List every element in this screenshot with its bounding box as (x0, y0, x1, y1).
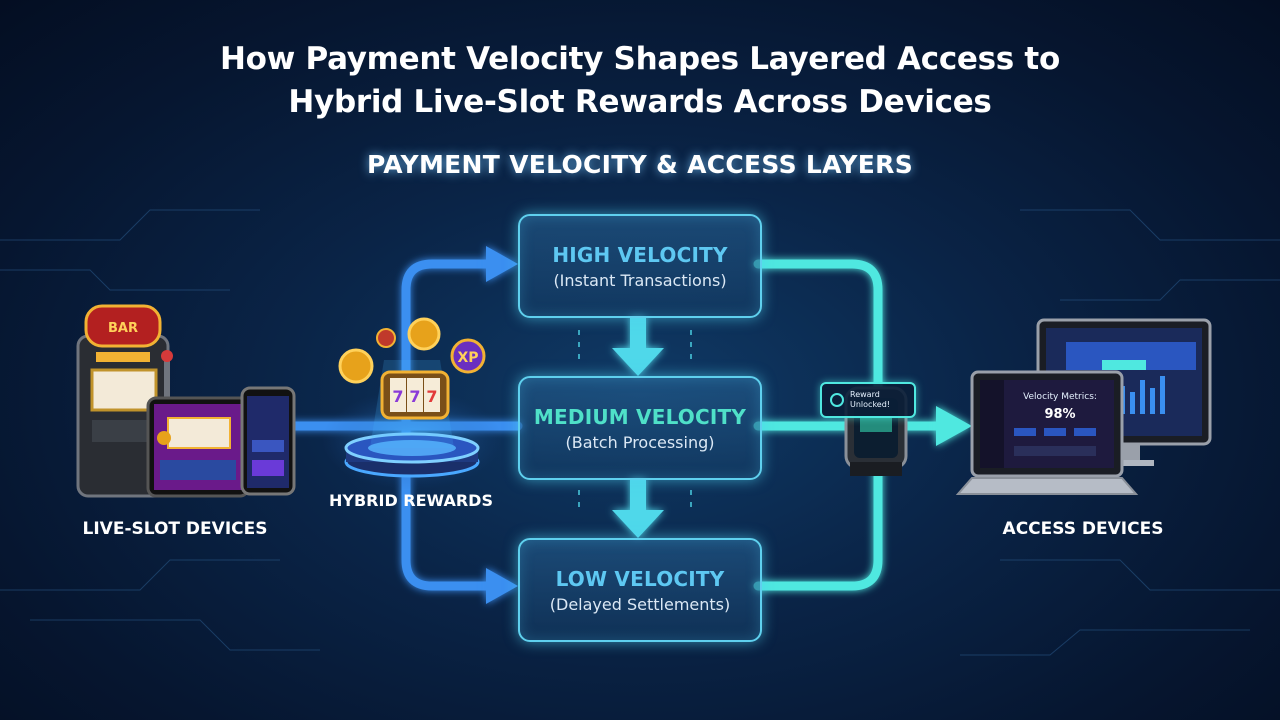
section-subtitle: PAYMENT VELOCITY & ACCESS LAYERS (366, 150, 914, 179)
svg-text:7: 7 (426, 387, 437, 406)
svg-text:XP: XP (457, 350, 478, 366)
coin-icon (338, 317, 441, 384)
laptop-screen-title: Velocity Metrics: (1023, 392, 1097, 402)
layer-box-medium: MEDIUM VELOCITY (Batch Processing) (518, 376, 762, 480)
dotted-accents (578, 330, 692, 507)
title-line-1: How Payment Velocity Shapes Layered Acce… (220, 41, 1060, 77)
svg-text:7: 7 (392, 387, 403, 406)
page-title: How Payment Velocity Shapes Layered Acce… (0, 38, 1280, 124)
slot-reels-icon: 7 7 7 (380, 370, 450, 420)
label-live-slot-devices: LIVE-SLOT DEVICES (82, 519, 268, 539)
layer-level-low: LOW VELOCITY (555, 567, 725, 591)
title-line-2: Hybrid Live-Slot Rewards Across Devices (288, 84, 992, 120)
svg-text:7: 7 (409, 387, 420, 406)
layer-level-medium: MEDIUM VELOCITY (533, 405, 747, 429)
circuit-traces (0, 209, 1280, 656)
label-access-devices: ACCESS DEVICES (1002, 519, 1164, 539)
laptop-screen-value: 98% (1044, 407, 1076, 422)
layer-desc-medium: (Batch Processing) (565, 433, 715, 452)
phone-icon (240, 386, 296, 496)
tablet-icon (146, 396, 250, 498)
arrow-to-low (486, 568, 518, 604)
vertical-connectors (612, 316, 664, 538)
arrow-to-access (936, 406, 972, 446)
layer-box-high: HIGH VELOCITY (Instant Transactions) (518, 214, 762, 318)
svg-text:BAR: BAR (108, 321, 138, 336)
xp-badge-icon: XP (450, 338, 486, 374)
layer-desc-high: (Instant Transactions) (553, 271, 727, 290)
lock-icon (830, 393, 844, 407)
layer-level-high: HIGH VELOCITY (552, 243, 728, 267)
label-hybrid-rewards: HYBRID REWARDS (329, 491, 493, 510)
laptop-icon (955, 370, 1139, 495)
popup-text: Reward Unlocked! (850, 390, 890, 409)
arrow-to-high (486, 246, 518, 282)
layer-desc-low: (Delayed Settlements) (549, 595, 731, 614)
reward-popup: Reward Unlocked! (820, 382, 916, 418)
layer-box-low: LOW VELOCITY (Delayed Settlements) (518, 538, 762, 642)
